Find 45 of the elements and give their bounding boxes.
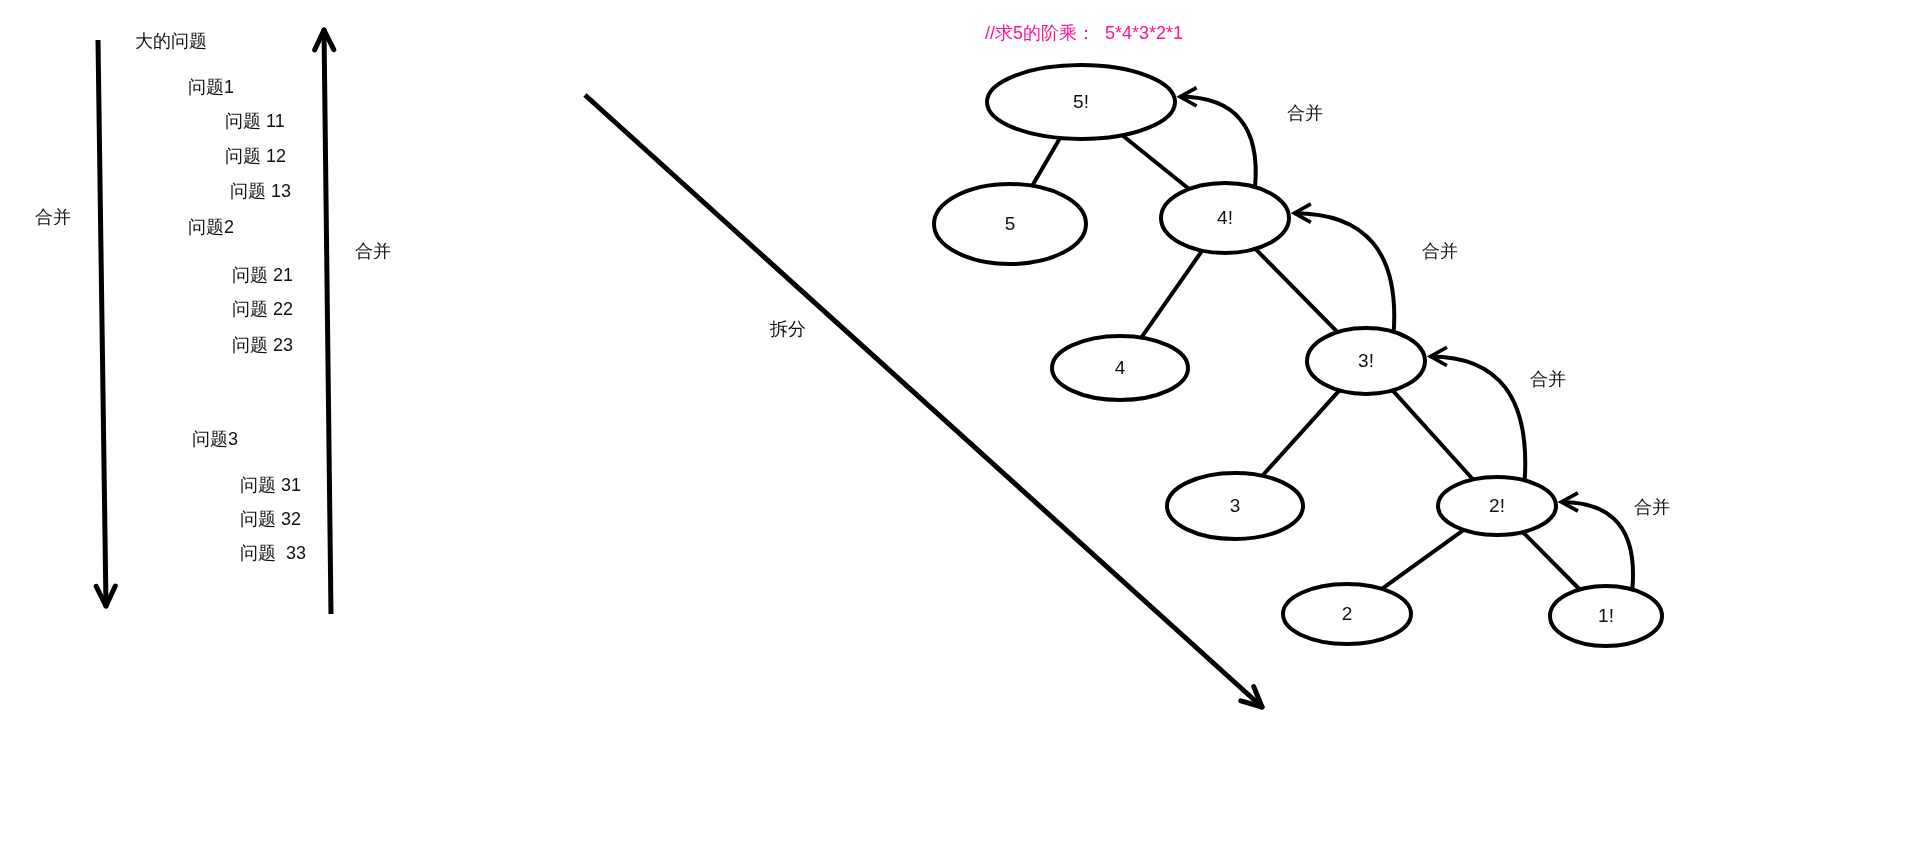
curved-arrow — [1428, 346, 1528, 481]
ellipse-node — [1438, 477, 1556, 535]
tree-line — [1253, 247, 1339, 334]
curved-arrow — [1559, 491, 1635, 590]
text-label: 问题3 — [192, 428, 238, 450]
text-label: 问题 23 — [232, 334, 294, 356]
text-label: 问题 32 — [240, 508, 302, 530]
text-label: 合并 — [355, 240, 391, 262]
node-text: 1! — [1598, 605, 1614, 627]
text-label: 合并 — [35, 206, 71, 228]
text-label: 拆分 — [770, 318, 806, 340]
text-label: 问题 11 — [225, 110, 285, 132]
node-text: 3 — [1229, 495, 1241, 517]
ellipse-node — [1052, 336, 1188, 400]
ellipse-node — [987, 65, 1175, 139]
comment-text: //求5的阶乘： 5*4*3*2*1 — [985, 22, 1184, 44]
node-text: 3! — [1358, 350, 1374, 372]
ellipse-node — [1307, 328, 1425, 394]
curved-arrow — [1178, 86, 1258, 188]
text-label: 问题2 — [188, 216, 234, 238]
text-label: 问题 31 — [240, 474, 302, 496]
tree-line — [1030, 137, 1062, 187]
tree-line — [1380, 528, 1465, 591]
node-text: 2! — [1489, 495, 1505, 517]
text-label: 大的问题 — [135, 30, 207, 52]
tree-line — [1521, 530, 1582, 591]
ellipse-node — [1167, 473, 1303, 539]
ellipse-node — [934, 184, 1086, 264]
curved-arrow — [1292, 202, 1397, 332]
ellipse-node — [1161, 183, 1289, 253]
node-text: 4 — [1114, 357, 1126, 379]
text-label: 问题 12 — [225, 145, 287, 167]
tree-line — [1139, 249, 1204, 339]
ellipse-node — [1550, 586, 1662, 646]
node-text: 5! — [1073, 91, 1089, 113]
text-label: 问题 33 — [240, 542, 307, 564]
ellipse-node — [1283, 584, 1411, 644]
node-text: 2 — [1341, 603, 1353, 625]
text-label: 问题 21 — [232, 264, 294, 286]
text-label: 问题 22 — [232, 298, 294, 320]
text-label: 问题 13 — [230, 180, 292, 202]
node-text: 5 — [1004, 213, 1016, 235]
node-text: 4! — [1217, 207, 1233, 229]
text-label: 问题1 — [188, 76, 234, 98]
tree-line — [1391, 389, 1475, 481]
